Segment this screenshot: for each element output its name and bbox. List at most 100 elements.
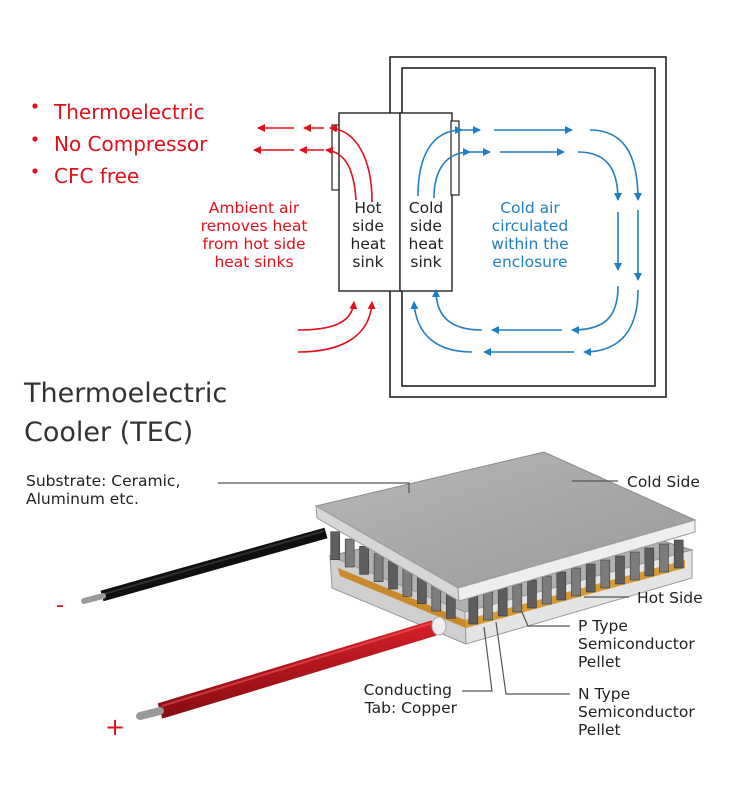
conducting-tab-label-line: Conducting — [364, 681, 452, 699]
curved-arrow-icon — [577, 151, 622, 201]
n-type-label-line: Pellet — [578, 721, 621, 739]
cold-air-note-line: within the — [491, 235, 568, 253]
p-type-callout: P Type Semiconductor Pellet — [578, 617, 695, 671]
bullet-dot-icon — [32, 136, 38, 142]
conducting-tab-label-line: Tab: Copper — [364, 699, 458, 717]
semiconductor-pellet — [468, 595, 479, 625]
p-type-label-line: Semiconductor — [578, 635, 695, 653]
negative-wire — [81, 527, 328, 604]
curved-arrow-icon — [589, 129, 642, 201]
cold-sink-label-line: heat — [409, 235, 444, 253]
semiconductor-pellet — [344, 538, 355, 568]
cold-air-note: Cold air circulated within the enclosure — [491, 199, 568, 271]
semiconductor-pellet — [585, 563, 596, 593]
semiconductor-pellet — [541, 575, 552, 605]
curved-arrow-icon — [410, 301, 473, 353]
semiconductor-pellet — [512, 583, 523, 613]
curved-arrow-icon — [417, 126, 463, 197]
semiconductor-pellet — [330, 531, 341, 561]
curved-arrow-icon — [297, 301, 358, 331]
ambient-note-line: removes heat — [201, 217, 308, 235]
feature-bullets: Thermoelectric No Compressor CFC free — [32, 100, 208, 188]
ambient-note-line: Ambient air — [209, 199, 300, 217]
hot-sink-label-line: side — [352, 217, 384, 235]
semiconductor-pellet — [571, 567, 581, 597]
n-type-label-line: Semiconductor — [578, 703, 695, 721]
curved-arrow-icon — [433, 148, 471, 199]
semiconductor-pellet — [673, 539, 684, 569]
hot-side-label: Hot Side — [637, 589, 703, 607]
curved-arrow-icon — [325, 146, 357, 201]
p-type-label-line: Pellet — [578, 653, 621, 671]
ambient-note-line: from hot side — [202, 235, 305, 253]
wire-tip — [136, 707, 164, 720]
curved-arrow-icon — [583, 289, 639, 356]
n-type-callout: N Type Semiconductor Pellet — [578, 685, 695, 739]
hot-sink-label-line: heat — [351, 235, 386, 253]
n-type-leader — [495, 621, 570, 695]
semiconductor-pellets — [468, 539, 684, 625]
wire-tip — [81, 593, 106, 604]
curved-arrow-icon — [329, 124, 373, 203]
semiconductor-pellet — [388, 560, 398, 590]
p-type-label-line: P Type — [578, 617, 628, 635]
semiconductor-pellet — [373, 553, 384, 583]
cold-air-note-line: enclosure — [492, 253, 567, 271]
ambient-note-line: heat sinks — [214, 253, 293, 271]
cold-sink-label-line: sink — [410, 253, 441, 271]
hot-sink-label: Hot side heat sink — [351, 199, 386, 271]
title-line: Thermoelectric — [23, 378, 227, 409]
bullet-no-compressor: No Compressor — [54, 132, 208, 156]
negative-terminal-label: - — [56, 593, 64, 618]
bullet-dot-icon — [32, 168, 38, 174]
semiconductor-pellet — [629, 551, 640, 581]
cold-side-heat-sink — [399, 112, 453, 292]
curved-arrow-icon — [571, 285, 619, 334]
conducting-tab-leader — [462, 626, 493, 692]
hot-sink-label-line: Hot — [354, 199, 381, 217]
cold-air-arrows — [410, 126, 642, 356]
semiconductor-pellets — [330, 531, 456, 619]
conducting-tab-callout: Conducting Tab: Copper — [364, 681, 458, 717]
n-type-label-line: N Type — [578, 685, 630, 703]
substrate-label-line: Substrate: Ceramic, — [26, 472, 180, 490]
cold-sink-label: Cold side heat sink — [409, 199, 444, 271]
hot-sink-label-line: sink — [352, 253, 383, 271]
semiconductor-pellet — [644, 547, 655, 577]
title-line: Cooler (TEC) — [24, 417, 193, 448]
cold-sink-tab — [450, 120, 460, 196]
curved-arrow-icon — [432, 289, 483, 331]
cold-sink-label-line: side — [410, 217, 442, 235]
semiconductor-pellet — [600, 559, 611, 589]
cold-air-note-line: Cold air — [500, 199, 560, 217]
cold-side-plate — [314, 451, 697, 602]
callout-lines — [218, 480, 629, 695]
cold-sink-label-line: Cold — [409, 199, 443, 217]
semiconductor-pellet — [556, 571, 567, 601]
hot-side-heat-sink — [338, 112, 401, 292]
cold-air-note-line: circulated — [492, 217, 568, 235]
positive-wire — [136, 616, 447, 720]
substrate-leader — [218, 482, 410, 493]
bullet-thermoelectric: Thermoelectric — [53, 100, 205, 124]
wire-terminal — [431, 616, 447, 636]
semiconductor-pellet — [659, 543, 669, 573]
bullet-cfc-free: CFC free — [54, 164, 139, 188]
semiconductor-pellet — [615, 555, 625, 585]
semiconductor-pellet — [527, 579, 537, 609]
heat-sinks — [331, 112, 460, 292]
ambient-air-note: Ambient air removes heat from hot side h… — [201, 199, 308, 271]
semiconductor-pellet — [359, 545, 369, 575]
substrate-callout: Substrate: Ceramic, Aluminum etc. — [26, 472, 180, 508]
cold-side-label: Cold Side — [627, 473, 700, 491]
bullet-dot-icon — [32, 103, 38, 109]
ambient-air-arrows — [253, 124, 376, 353]
page-title: Thermoelectric Cooler (TEC) — [23, 378, 227, 448]
substrate-label-line: Aluminum etc. — [26, 490, 139, 508]
p-type-leader — [521, 611, 570, 627]
semiconductor-pellet — [497, 587, 508, 617]
curved-arrow-icon — [297, 301, 376, 353]
positive-terminal-label: + — [105, 713, 125, 741]
